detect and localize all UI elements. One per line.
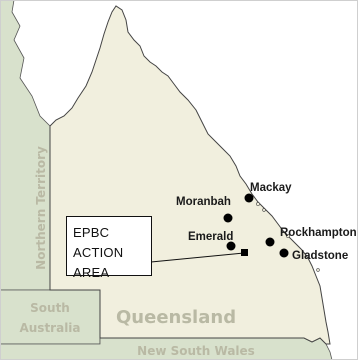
island (316, 268, 320, 272)
city-marker-gladstone (279, 248, 289, 258)
epbc-action-area-marker (241, 249, 248, 256)
label-northern-territory: Northern Territory (34, 146, 48, 270)
label-new-south-wales: New South Wales (137, 344, 255, 358)
city-label-rockhampton: Rockhampton (280, 227, 357, 239)
city-label-gladstone: Gladstone (292, 250, 348, 262)
callout-leader-line (150, 252, 245, 263)
island (256, 202, 260, 206)
label-south-australia-line2: Australia (19, 321, 80, 335)
city-marker-moranbah (223, 213, 233, 223)
label-queensland: Queensland (116, 307, 236, 328)
epbc-callout-box: EPBC ACTION AREA (66, 216, 152, 280)
city-label-emerald: Emerald (188, 231, 233, 243)
south-australia-region (0, 289, 101, 345)
island (262, 208, 266, 212)
city-marker-emerald (226, 241, 236, 251)
city-label-mackay: Mackay (250, 182, 292, 194)
callout-line1: EPBC ACTION (73, 225, 124, 260)
city-label-moranbah: Moranbah (176, 196, 231, 208)
callout-line2: AREA (73, 265, 110, 280)
city-marker-mackay (244, 193, 254, 203)
label-south-australia-line1: South (30, 301, 70, 315)
island (286, 234, 290, 238)
city-marker-rockhampton (265, 237, 275, 247)
